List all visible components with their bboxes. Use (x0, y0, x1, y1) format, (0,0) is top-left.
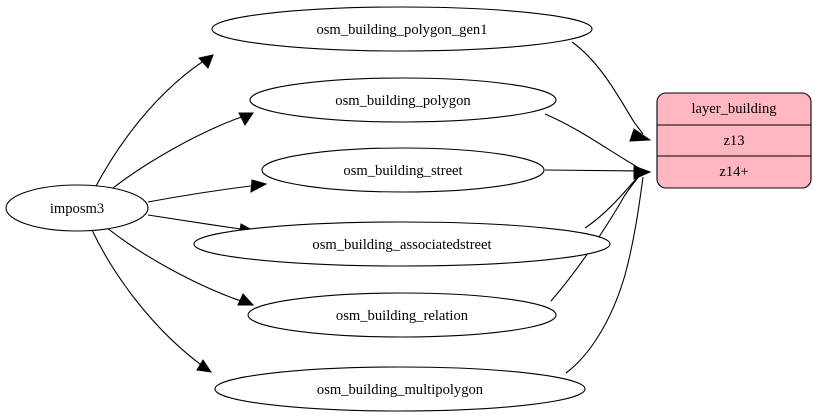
edge-path (544, 113, 643, 171)
edge-path (571, 41, 644, 135)
node-osm_building_relation-label: osm_building_relation (336, 308, 469, 324)
edge-path (107, 112, 254, 193)
edge-osm_building_street-to-z14plus (544, 169, 643, 172)
edge-osm_building_relation-to-z14plus (550, 173, 643, 302)
node-osm_building_polygon[interactable]: osm_building_polygon (249, 77, 557, 123)
node-osm_building_polygon_gen1[interactable]: osm_building_polygon_gen1 (211, 6, 593, 52)
edge-path (147, 214, 255, 232)
edge-osm_building_polygon_gen1-to-z13 (571, 41, 652, 142)
node-osm_building_associatedstreet-shape[interactable] (193, 221, 611, 267)
layer-row-zoom-z14plus: z14+ (719, 164, 748, 180)
node-osm_building_associatedstreet[interactable]: osm_building_associatedstreet (193, 221, 611, 267)
node-layer_building[interactable]: layer_building z13 z14+ (656, 92, 812, 189)
edge-imposm3-to-osm_building_polygon (107, 112, 254, 193)
edge-path (91, 229, 212, 373)
node-osm_building_street-shape[interactable] (261, 147, 545, 193)
node-osm_building_polygon_gen1-shape[interactable] (211, 6, 593, 52)
arrow-head-icon (237, 293, 255, 306)
node-osm_building_multipolygon-shape[interactable] (214, 366, 586, 412)
node-layer_building-shape[interactable] (656, 92, 812, 189)
node-osm_building_associatedstreet-label: osm_building_associatedstreet (312, 237, 491, 253)
node-imposm3-label: imposm3 (50, 201, 104, 217)
edge-path (544, 169, 643, 172)
edge-path (565, 176, 644, 374)
edge-imposm3-to-osm_building_street (147, 179, 268, 203)
edge-imposm3-to-osm_building_multipolygon (91, 229, 213, 373)
edge-group-tables-to-layer (544, 41, 652, 374)
edge-path (550, 173, 643, 302)
node-imposm3-shape[interactable] (5, 184, 149, 232)
node-osm_building_multipolygon-label: osm_building_multipolygon (317, 382, 484, 398)
node-osm_building_polygon-shape[interactable] (249, 77, 557, 123)
edge-path (94, 54, 214, 189)
arrow-head-icon (629, 128, 652, 142)
edge-path (147, 183, 267, 203)
node-osm_building_polygon-label: osm_building_polygon (335, 93, 471, 109)
arrow-head-icon (196, 359, 213, 373)
layer-row-zoom-z13: z13 (723, 133, 744, 149)
arrow-head-icon (250, 179, 268, 193)
node-osm_building_relation-shape[interactable] (247, 292, 557, 338)
arrow-head-icon (238, 112, 254, 126)
layer-row-layer-name: layer_building (691, 101, 777, 117)
edge-imposm3-to-osm_building_relation (105, 226, 255, 306)
node-imposm3[interactable]: imposm3 (5, 184, 149, 232)
node-osm_building_relation[interactable]: osm_building_relation (247, 292, 557, 338)
node-osm_building_street-label: osm_building_street (343, 163, 462, 179)
edge-osm_building_polygon-to-z14plus (544, 113, 643, 171)
node-osm_building_polygon_gen1-label: osm_building_polygon_gen1 (316, 22, 487, 38)
arrow-head-icon (633, 165, 652, 180)
edge-imposm3-to-osm_building_polygon_gen1 (94, 54, 214, 189)
edge-osm_building_multipolygon-to-z14plus (565, 165, 652, 374)
node-osm_building_street[interactable]: osm_building_street (261, 147, 545, 193)
edge-path (105, 226, 254, 306)
node-osm_building_multipolygon[interactable]: osm_building_multipolygon (214, 366, 586, 412)
arrow-head-icon (198, 54, 214, 69)
edge-osm_building_associatedstreet-to-z14plus (584, 172, 643, 229)
edge-path (584, 172, 643, 229)
